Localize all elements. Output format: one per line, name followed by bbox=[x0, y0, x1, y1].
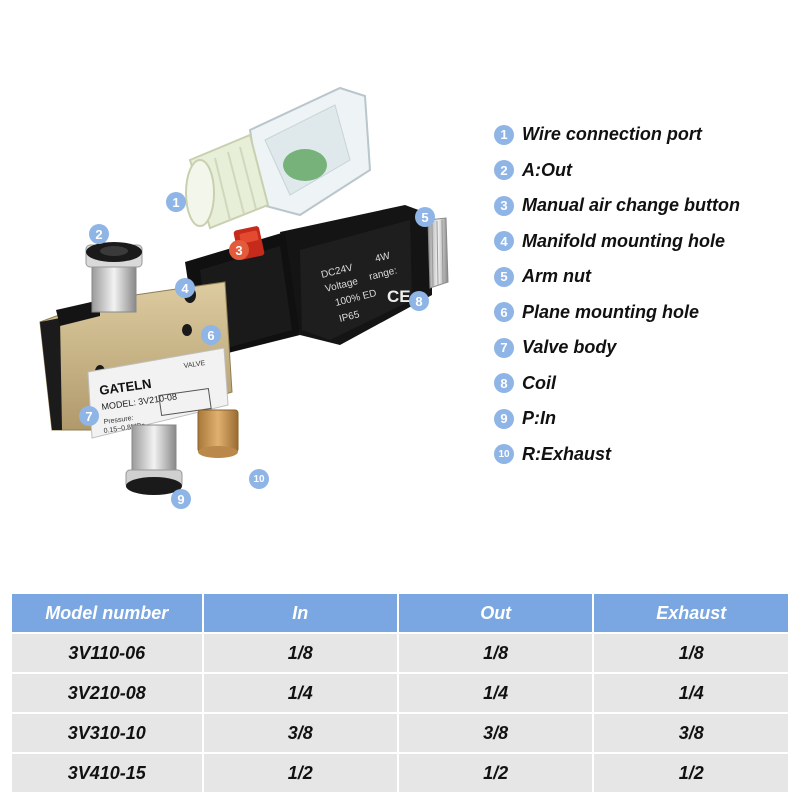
cell-exhaust: 3/8 bbox=[592, 712, 790, 754]
pressure-label: Pressure: bbox=[103, 415, 134, 426]
out-fitting bbox=[85, 242, 143, 313]
cell-out: 1/4 bbox=[396, 672, 595, 714]
marker-4: 4 bbox=[175, 278, 195, 298]
table-row: 3V210-08 1/4 1/4 1/4 bbox=[10, 672, 790, 714]
legend-item: 5 Arm nut bbox=[494, 259, 794, 295]
legend-label: Coil bbox=[522, 372, 556, 393]
legend-item: 1 Wire connection port bbox=[494, 117, 794, 153]
legend-item: 4 Manifold mounting hole bbox=[494, 224, 794, 260]
legend-number: 6 bbox=[494, 302, 514, 323]
cell-model: 3V210-08 bbox=[10, 672, 204, 714]
arm-nut bbox=[427, 217, 449, 289]
cell-model: 3V410-15 bbox=[10, 752, 204, 794]
legend-label: P:In bbox=[522, 408, 556, 429]
header-out: Out bbox=[396, 592, 595, 634]
header-exhaust: Exhaust bbox=[592, 592, 790, 634]
solenoid-valve-image: DC24V 4W Voltage range: 100% ED IP65 CE bbox=[0, 80, 480, 520]
ce-mark: CE bbox=[387, 287, 411, 306]
cell-in: 3/8 bbox=[201, 712, 399, 754]
valve-label: VALVE bbox=[183, 360, 206, 370]
legend-number: 5 bbox=[494, 266, 514, 287]
table-row: 3V310-10 3/8 3/8 3/8 bbox=[10, 712, 790, 754]
legend-number: 7 bbox=[494, 337, 514, 358]
marker-9: 9 bbox=[171, 489, 191, 509]
legend-number: 9 bbox=[494, 408, 514, 429]
table-row: 3V410-15 1/2 1/2 1/2 bbox=[10, 752, 790, 794]
cell-out: 1/8 bbox=[396, 632, 595, 674]
legend-item: 8 Coil bbox=[494, 366, 794, 402]
cell-model: 3V110-06 bbox=[10, 632, 204, 674]
cell-in: 1/4 bbox=[201, 672, 399, 714]
table-row: 3V110-06 1/8 1/8 1/8 bbox=[10, 632, 790, 674]
legend-label: Valve body bbox=[522, 337, 617, 358]
cell-in: 1/8 bbox=[201, 632, 399, 674]
legend-item: 7 Valve body bbox=[494, 330, 794, 366]
brand-label: GATELN bbox=[98, 376, 152, 398]
legend-item: 6 Plane mounting hole bbox=[494, 295, 794, 331]
coil: DC24V 4W Voltage range: 100% ED IP65 CE bbox=[280, 205, 432, 345]
cell-out: 1/2 bbox=[396, 752, 595, 794]
coil-text-6: IP65 bbox=[338, 309, 361, 325]
header-in: In bbox=[201, 592, 399, 634]
header-model-number: Model number bbox=[10, 592, 204, 634]
cell-exhaust: 1/8 bbox=[592, 632, 790, 674]
coil-text-2: 4W bbox=[374, 250, 392, 264]
exhaust-muffler bbox=[197, 409, 239, 458]
legend-item: 9 P:In bbox=[494, 401, 794, 437]
marker-10: 10 bbox=[249, 469, 269, 489]
legend-label: A:Out bbox=[522, 159, 572, 180]
legend-item: 10 R:Exhaust bbox=[494, 437, 794, 473]
marker-7: 7 bbox=[79, 406, 99, 426]
marker-2: 2 bbox=[89, 224, 109, 244]
cell-in: 1/2 bbox=[201, 752, 399, 794]
marker-3: 3 bbox=[229, 240, 249, 260]
legend-number: 8 bbox=[494, 373, 514, 394]
cell-exhaust: 1/4 bbox=[592, 672, 790, 714]
parts-legend: 1 Wire connection port 2 A:Out 3 Manual … bbox=[494, 117, 794, 472]
marker-6: 6 bbox=[201, 325, 221, 345]
legend-number: 10 bbox=[494, 444, 514, 465]
valve-body: GATELN VALVE MODEL: 3V210-08 Pressure: 0… bbox=[39, 281, 233, 439]
cell-model: 3V310-10 bbox=[10, 712, 204, 754]
legend-item: 2 A:Out bbox=[494, 153, 794, 189]
in-fitting bbox=[125, 424, 183, 495]
legend-number: 4 bbox=[494, 231, 514, 252]
legend-label: Manifold mounting hole bbox=[522, 230, 725, 251]
legend-label: Plane mounting hole bbox=[522, 301, 700, 322]
legend-label: R:Exhaust bbox=[522, 443, 612, 464]
marker-5: 5 bbox=[415, 207, 435, 227]
cell-exhaust: 1/2 bbox=[592, 752, 790, 794]
marker-8: 8 bbox=[409, 291, 429, 311]
table-header-row: Model number In Out Exhaust bbox=[10, 592, 790, 634]
legend-number: 1 bbox=[494, 124, 514, 145]
solenoid-valve-drawing: DC24V 4W Voltage range: 100% ED IP65 CE bbox=[39, 86, 449, 495]
legend-label: Manual air change button bbox=[522, 195, 741, 216]
model-spec-table: Model number In Out Exhaust 3V110-06 1/8… bbox=[10, 592, 790, 794]
legend-number: 3 bbox=[494, 195, 514, 216]
cell-out: 3/8 bbox=[396, 712, 595, 754]
marker-1: 1 bbox=[166, 192, 186, 212]
legend-label: Arm nut bbox=[522, 266, 591, 287]
legend-item: 3 Manual air change button bbox=[494, 188, 794, 224]
wire-connector bbox=[185, 86, 372, 230]
legend-label: Wire connection port bbox=[522, 124, 702, 145]
legend-number: 2 bbox=[494, 160, 514, 181]
